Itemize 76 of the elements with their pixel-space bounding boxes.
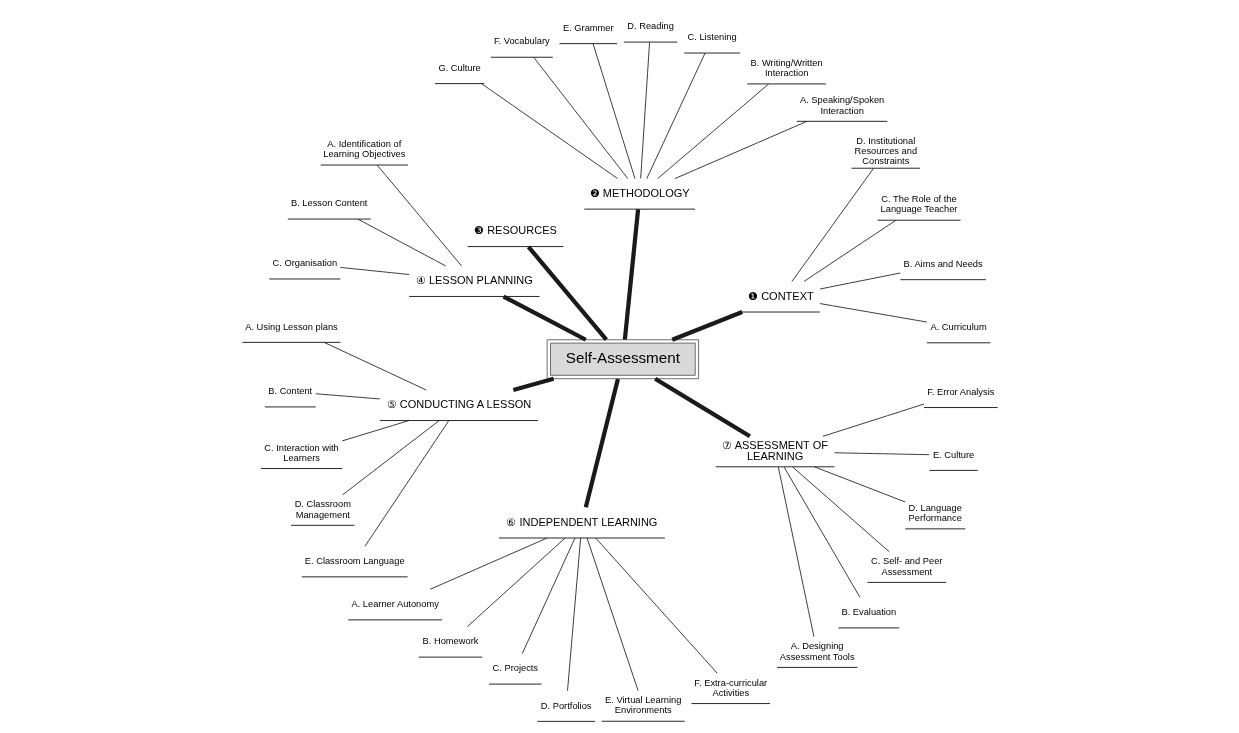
- connector: [566, 537, 581, 692]
- node-text: ⑦ ASSESSMENT OF LEARNING: [721, 438, 828, 463]
- connector: [656, 83, 769, 179]
- connector: [339, 267, 409, 275]
- connector: [653, 377, 751, 439]
- node-text: A. Identification of Learning Objectives: [322, 139, 405, 160]
- node-text: ④ LESSON PLANNING: [415, 274, 533, 287]
- node-text: B. Content: [267, 386, 312, 397]
- connector: [622, 209, 640, 340]
- connector: [376, 164, 462, 267]
- connector: [341, 420, 440, 496]
- node-text: D. Language Performance: [908, 502, 962, 524]
- connector: [502, 294, 587, 342]
- node-text: A. Speaking/Spoken Interaction: [799, 95, 884, 116]
- node-text: A. Designing Assessment Tools: [779, 641, 855, 662]
- connector: [594, 537, 717, 674]
- connector: [777, 466, 814, 638]
- node-text: B. Evaluation: [840, 607, 896, 618]
- node-text: C. Listening: [687, 32, 737, 43]
- connector: [818, 303, 927, 323]
- node-text: B. Homework: [422, 636, 478, 647]
- connector: [480, 83, 618, 179]
- connector: [645, 52, 705, 180]
- node-text: F. Error Analysis: [926, 386, 994, 397]
- node-text: G. Culture: [437, 62, 481, 73]
- connector: [791, 168, 874, 282]
- connector: [526, 245, 608, 341]
- node-text: F. Extra-curricular Activities: [693, 677, 767, 698]
- connector: [341, 420, 409, 442]
- connector: [356, 218, 446, 267]
- node-text: C. Organisation: [272, 258, 337, 269]
- node-text: E. Grammer: [562, 22, 614, 33]
- node-text: D. Reading: [626, 21, 674, 32]
- node-text: C. The Role of the Language Teacher: [880, 194, 957, 215]
- connector: [583, 378, 620, 508]
- node-text: E. Virtual Learning Environments: [604, 695, 681, 716]
- connector: [364, 420, 449, 547]
- node-text: ❸ RESOURCES: [473, 224, 557, 237]
- connector: [592, 43, 635, 180]
- node-text: A. Using Lesson plans: [244, 321, 338, 332]
- node-text: D. Portfolios: [540, 700, 592, 711]
- connector: [639, 41, 650, 179]
- connector: [532, 57, 628, 179]
- connector: [512, 376, 554, 393]
- node-text: F. Vocabulary: [493, 36, 550, 47]
- node-text: A. Curriculum: [929, 321, 987, 332]
- connector: [670, 310, 743, 342]
- connector: [783, 466, 860, 598]
- connector: [314, 393, 380, 400]
- connector: [466, 537, 565, 628]
- node-text: B. Lesson Content: [290, 198, 367, 209]
- connector: [521, 537, 575, 654]
- connector: [813, 466, 906, 503]
- connector: [323, 342, 427, 391]
- node-text: C. Self- and Peer Assessment: [870, 556, 942, 577]
- node-text: B. Writing/Written Interaction: [750, 57, 823, 79]
- node-text: C. Projects: [492, 663, 538, 674]
- node-text: ❷ METHODOLOGY: [589, 186, 690, 199]
- node-text: ❶ CONTEXT: [747, 289, 814, 302]
- connector: [674, 120, 807, 180]
- connector: [803, 219, 896, 282]
- node-text: B. Aims and Needs: [903, 258, 983, 269]
- node-text: ⑥ INDEPENDENT LEARNING: [505, 515, 657, 528]
- node-text: E. Culture: [932, 449, 974, 460]
- node-text: E. Classroom Language: [304, 556, 405, 566]
- connector: [429, 537, 547, 590]
- connector: [586, 537, 638, 692]
- connector: [833, 452, 930, 456]
- node-text: D. Institutional Resources and Constraints: [854, 135, 917, 166]
- connector: [819, 272, 901, 290]
- node-text: ⑤ CONDUCTING A LESSON: [386, 398, 531, 411]
- node-text: A. Learner Autonomy: [350, 599, 439, 609]
- connector: [822, 403, 924, 437]
- node-text: D. Classroom Management: [294, 499, 351, 520]
- node-text: C. Interaction with Learners: [263, 442, 339, 463]
- connector: [791, 466, 890, 553]
